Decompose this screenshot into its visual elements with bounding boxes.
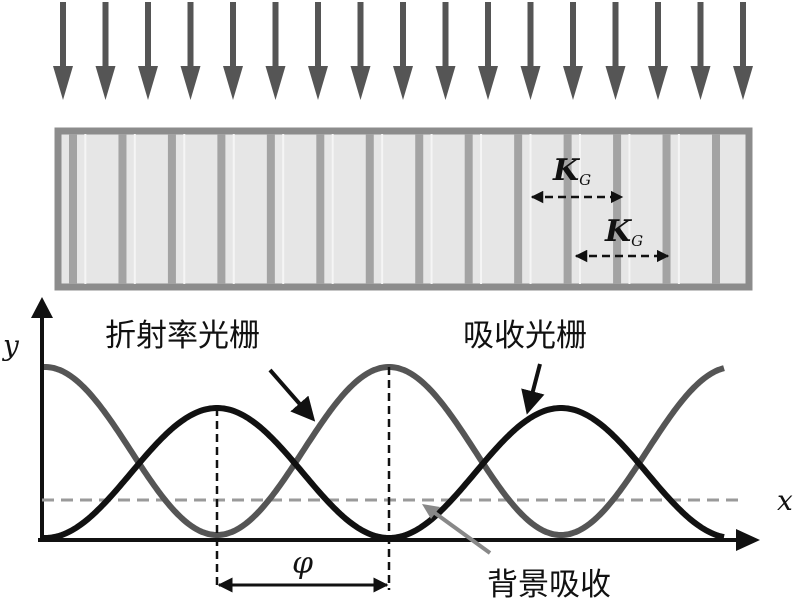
grating-frame <box>54 127 753 291</box>
incident-arrow-head <box>265 66 286 100</box>
incident-arrow-head <box>308 66 328 100</box>
incident-arrow-shaft <box>60 2 66 70</box>
incident-arrow-shaft <box>315 2 321 70</box>
incident-arrow-shaft <box>697 2 704 70</box>
grating-stripe <box>514 134 523 284</box>
grating-vector-kg-1: KG <box>530 153 624 204</box>
grating-block <box>54 127 753 291</box>
grating-vector-kg-2: KG <box>574 214 670 263</box>
grating-stripe <box>464 134 473 284</box>
incident-arrow-shaft <box>527 2 534 70</box>
x-axis-label: x <box>777 484 793 517</box>
incident-arrow-shaft <box>102 2 109 70</box>
incident-arrow-shaft <box>485 2 491 70</box>
background-absorption-label: 背景吸收 <box>487 567 611 600</box>
incident-arrow-shaft <box>230 2 236 70</box>
incident-arrow-shaft <box>400 2 406 70</box>
x-axis-arrowhead <box>736 529 760 551</box>
grating-stripe <box>365 134 374 284</box>
y-axis-label: y <box>1 329 20 362</box>
grating-stripe <box>266 134 275 284</box>
grating-stripe <box>712 134 720 284</box>
incident-arrow-shaft <box>570 2 576 70</box>
incident-arrow-shaft <box>145 2 151 70</box>
incident-arrow-shaft <box>442 2 449 70</box>
absorption-grating-label: 吸收光栅 <box>463 318 587 354</box>
incident-arrow-head <box>690 66 711 100</box>
incident-arrow-head <box>180 66 201 100</box>
incident-arrow-head <box>393 66 413 100</box>
incident-arrow-head <box>350 66 371 100</box>
grating-stripe <box>167 134 176 284</box>
refractive-grating-pointer <box>268 368 316 422</box>
grating-stripe <box>415 134 424 284</box>
y-axis-arrowhead <box>31 297 53 318</box>
incident-light-arrows <box>53 2 753 100</box>
incident-arrow-head <box>95 66 116 100</box>
grating-stripes <box>69 134 720 284</box>
incident-arrow-shaft <box>740 2 746 70</box>
absorption-grating-curve <box>44 405 725 541</box>
phase-difference: φ <box>217 546 389 593</box>
incident-arrow-shaft <box>272 2 279 70</box>
incident-arrow-head <box>520 66 541 100</box>
absorption-grating-pointer <box>521 363 545 415</box>
grating-stripe <box>69 134 77 284</box>
grating-stripe <box>118 134 127 284</box>
incident-arrow-shaft <box>357 2 364 70</box>
incident-arrow-head <box>733 66 753 100</box>
grating-stripe <box>662 134 671 284</box>
refractive-grating-label: 折射率光栅 <box>105 318 260 354</box>
background-absorption-pointer <box>426 506 492 555</box>
grating-stripe <box>613 134 622 284</box>
incident-arrow-head <box>648 66 668 100</box>
grating-stripe <box>217 134 226 284</box>
incident-arrow-head <box>223 66 243 100</box>
grating-stripe <box>563 134 572 284</box>
incident-arrow-head <box>605 66 626 100</box>
incident-arrow-head <box>478 66 498 100</box>
kg-label-2: KG <box>604 214 643 250</box>
incident-arrow-head <box>563 66 583 100</box>
incident-arrow-head <box>435 66 456 100</box>
incident-arrow-shaft <box>612 2 619 70</box>
kg-label-1: KG <box>552 153 591 189</box>
refractive-index-grating-curve <box>44 364 725 538</box>
grating-stripe <box>316 134 325 284</box>
incident-arrow-shaft <box>655 2 661 70</box>
incident-arrow-shaft <box>187 2 194 70</box>
background-absorption-pointer-head <box>422 504 440 519</box>
incident-arrow-head <box>53 66 73 100</box>
incident-arrow-head <box>138 66 158 100</box>
phi-label: φ <box>292 546 313 581</box>
